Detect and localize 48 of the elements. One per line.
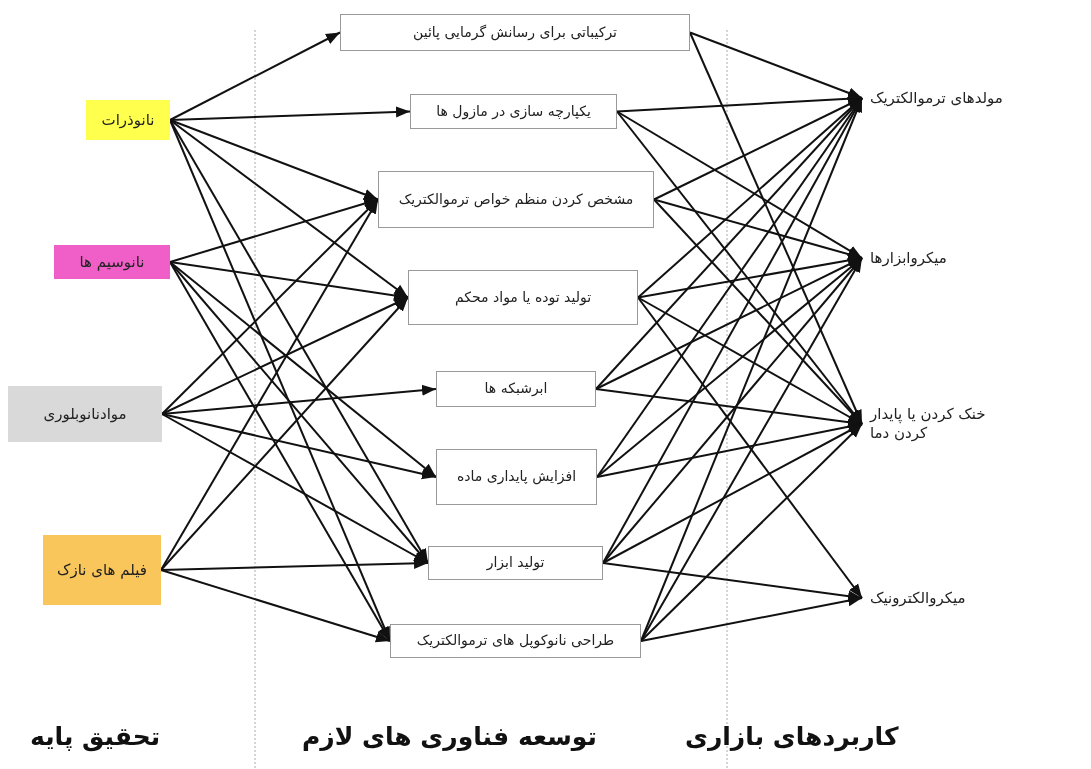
arrow	[653, 198, 863, 425]
column-heading: کاربردهای بازاری	[685, 722, 899, 751]
technology-box: ترکیباتی برای رسانش گرمایی پائین	[340, 14, 690, 51]
application-label: مولدهای ترموالکتریک	[862, 80, 1087, 116]
technology-box: طراحی نانوکوپل های ترموالکتریک	[390, 624, 641, 658]
topic-box: موادنانوبلوری	[8, 386, 162, 442]
arrow	[596, 257, 863, 478]
arrow	[596, 421, 863, 478]
arrow	[169, 261, 437, 478]
arrow	[160, 296, 409, 571]
arrow	[602, 257, 863, 564]
arrow	[595, 257, 863, 390]
arrow	[161, 413, 429, 564]
arrow	[161, 296, 409, 415]
arrow	[160, 557, 429, 571]
arrow	[160, 569, 391, 643]
topic-box: نانوذرات	[86, 100, 170, 140]
technology-box: مشخص کردن منظم خواص ترموالکتریک	[378, 171, 654, 228]
arrow	[616, 110, 863, 259]
arrow	[637, 296, 863, 425]
arrow	[169, 119, 409, 299]
arrow	[161, 413, 437, 480]
application-label: میکروابزارها	[862, 240, 1022, 276]
arrow	[689, 31, 863, 99]
technology-box: تولید توده یا مواد محکم	[408, 270, 638, 325]
technology-box: ابرشبکه ها	[436, 371, 596, 407]
arrow	[595, 97, 863, 390]
arrow	[637, 296, 863, 599]
arrow	[689, 31, 863, 425]
technology-box: یکپارچه سازی در مازول ها	[410, 94, 617, 129]
column-heading: تحقیق پایه	[30, 722, 161, 751]
arrow	[653, 198, 863, 260]
topic-box: نانوسیم ها	[54, 245, 170, 279]
arrow	[602, 423, 863, 564]
arrow	[169, 106, 411, 121]
arrow	[640, 595, 863, 642]
application-label: خنک کردن یا پایدار کردن دما	[862, 398, 1012, 450]
arrow	[169, 198, 379, 263]
technology-box: افزایش پایداری ماده	[436, 449, 597, 505]
application-label: میکروالکترونیک	[862, 580, 1032, 616]
arrow	[169, 31, 341, 121]
arrow	[640, 423, 863, 642]
arrow	[169, 119, 379, 201]
arrow	[161, 384, 437, 415]
arrow	[169, 261, 409, 301]
topic-box: فیلم های نازک	[43, 535, 161, 605]
technology-box: تولید ابزار	[428, 546, 603, 580]
column-heading: توسعه فناوری های لازم	[302, 722, 597, 751]
